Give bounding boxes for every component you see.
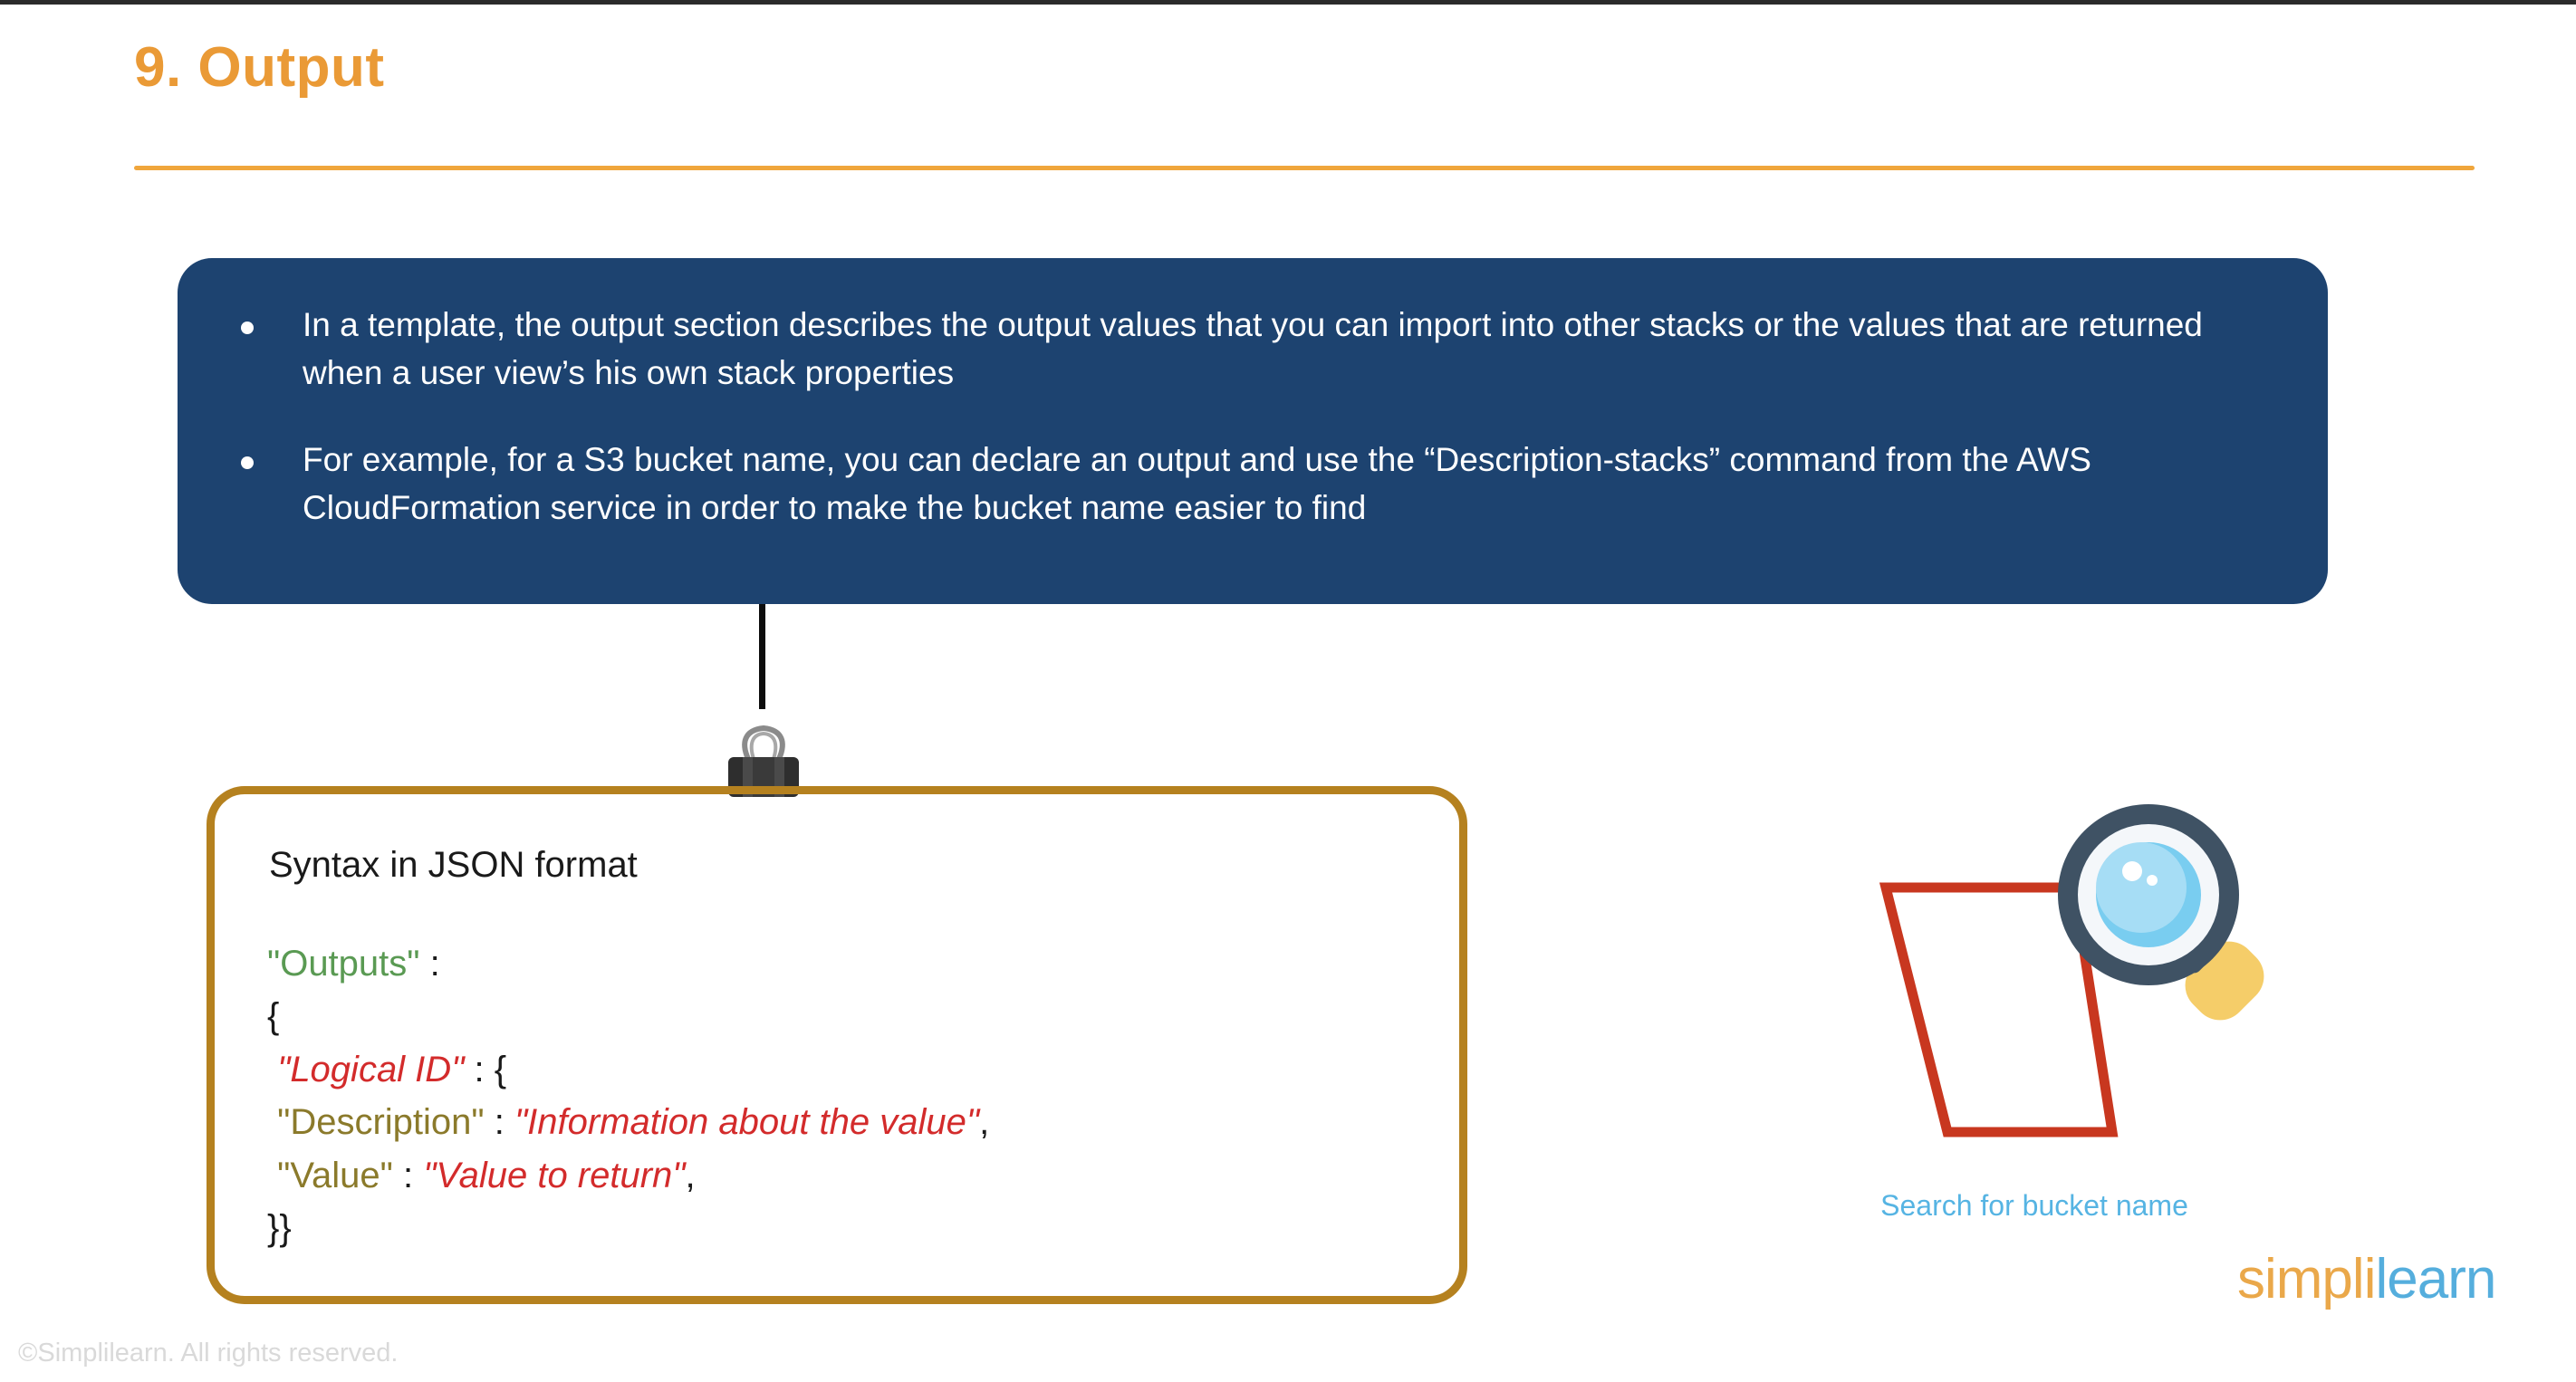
- bullet-dot-icon: [241, 322, 254, 334]
- code-line-1: "Outputs" :: [267, 937, 989, 990]
- code-token: "Value to return": [423, 1155, 686, 1195]
- page-title: 9. Output: [134, 36, 385, 99]
- code-line-4: "Description" : "Information about the v…: [267, 1096, 989, 1148]
- syntax-card: Syntax in JSON format "Outputs" : { "Log…: [207, 786, 1467, 1304]
- callout-bullet-1: In a template, the output section descri…: [241, 302, 2264, 397]
- connector-line: [759, 604, 765, 709]
- code-token: Logical ID: [290, 1049, 452, 1089]
- code-token: : {: [464, 1049, 507, 1089]
- code-token: "Value": [267, 1155, 393, 1195]
- bucket-outline-icon: [1879, 882, 2119, 1137]
- bucket-caption: Search for bucket name: [1880, 1189, 2188, 1222]
- code-token: "Information about the value": [514, 1102, 980, 1143]
- code-token: ": [451, 1049, 465, 1089]
- simplilearn-logo: simplilearn: [2237, 1252, 2496, 1308]
- code-line-3: "Logical ID" : {: [267, 1043, 989, 1096]
- syntax-card-heading: Syntax in JSON format: [269, 845, 638, 885]
- top-letterbox-strip: [0, 0, 2576, 5]
- code-token: :: [484, 1102, 514, 1143]
- code-token: ": [267, 1049, 291, 1089]
- logo-separator-i: i: [2363, 1248, 2377, 1310]
- syntax-code-block: "Outputs" : { "Logical ID" : { "Descript…: [267, 937, 989, 1254]
- title-divider-rule: [134, 166, 2475, 170]
- code-token: "Outputs": [267, 944, 420, 984]
- code-token: ,: [685, 1155, 696, 1195]
- bullet-dot-icon: [241, 456, 254, 470]
- callout-bullet-1-text: In a template, the output section descri…: [303, 306, 2203, 391]
- code-line-6: }}: [267, 1202, 989, 1254]
- magnifier-icon: [2058, 804, 2264, 1021]
- code-line-2: {: [267, 990, 989, 1042]
- footer-copyright: ©Simplilearn. All rights reserved.: [18, 1339, 399, 1368]
- code-token: "Description": [267, 1102, 485, 1143]
- code-token: {: [267, 996, 280, 1037]
- code-line-5: "Value" : "Value to return",: [267, 1149, 989, 1202]
- code-token: ,: [979, 1102, 990, 1143]
- bucket-search-illustration: [1841, 797, 2312, 1177]
- code-token: :: [392, 1155, 424, 1195]
- callout-bullet-2-text: For example, for a S3 bucket name, you c…: [303, 441, 2091, 526]
- callout-box: In a template, the output section descri…: [178, 258, 2328, 604]
- logo-text-learn: learn: [2375, 1248, 2496, 1310]
- code-token: }}: [267, 1207, 292, 1248]
- code-token: :: [419, 944, 450, 984]
- logo-text-simpl: simpl: [2237, 1248, 2365, 1310]
- callout-bullet-2: For example, for a S3 bucket name, you c…: [241, 437, 2264, 532]
